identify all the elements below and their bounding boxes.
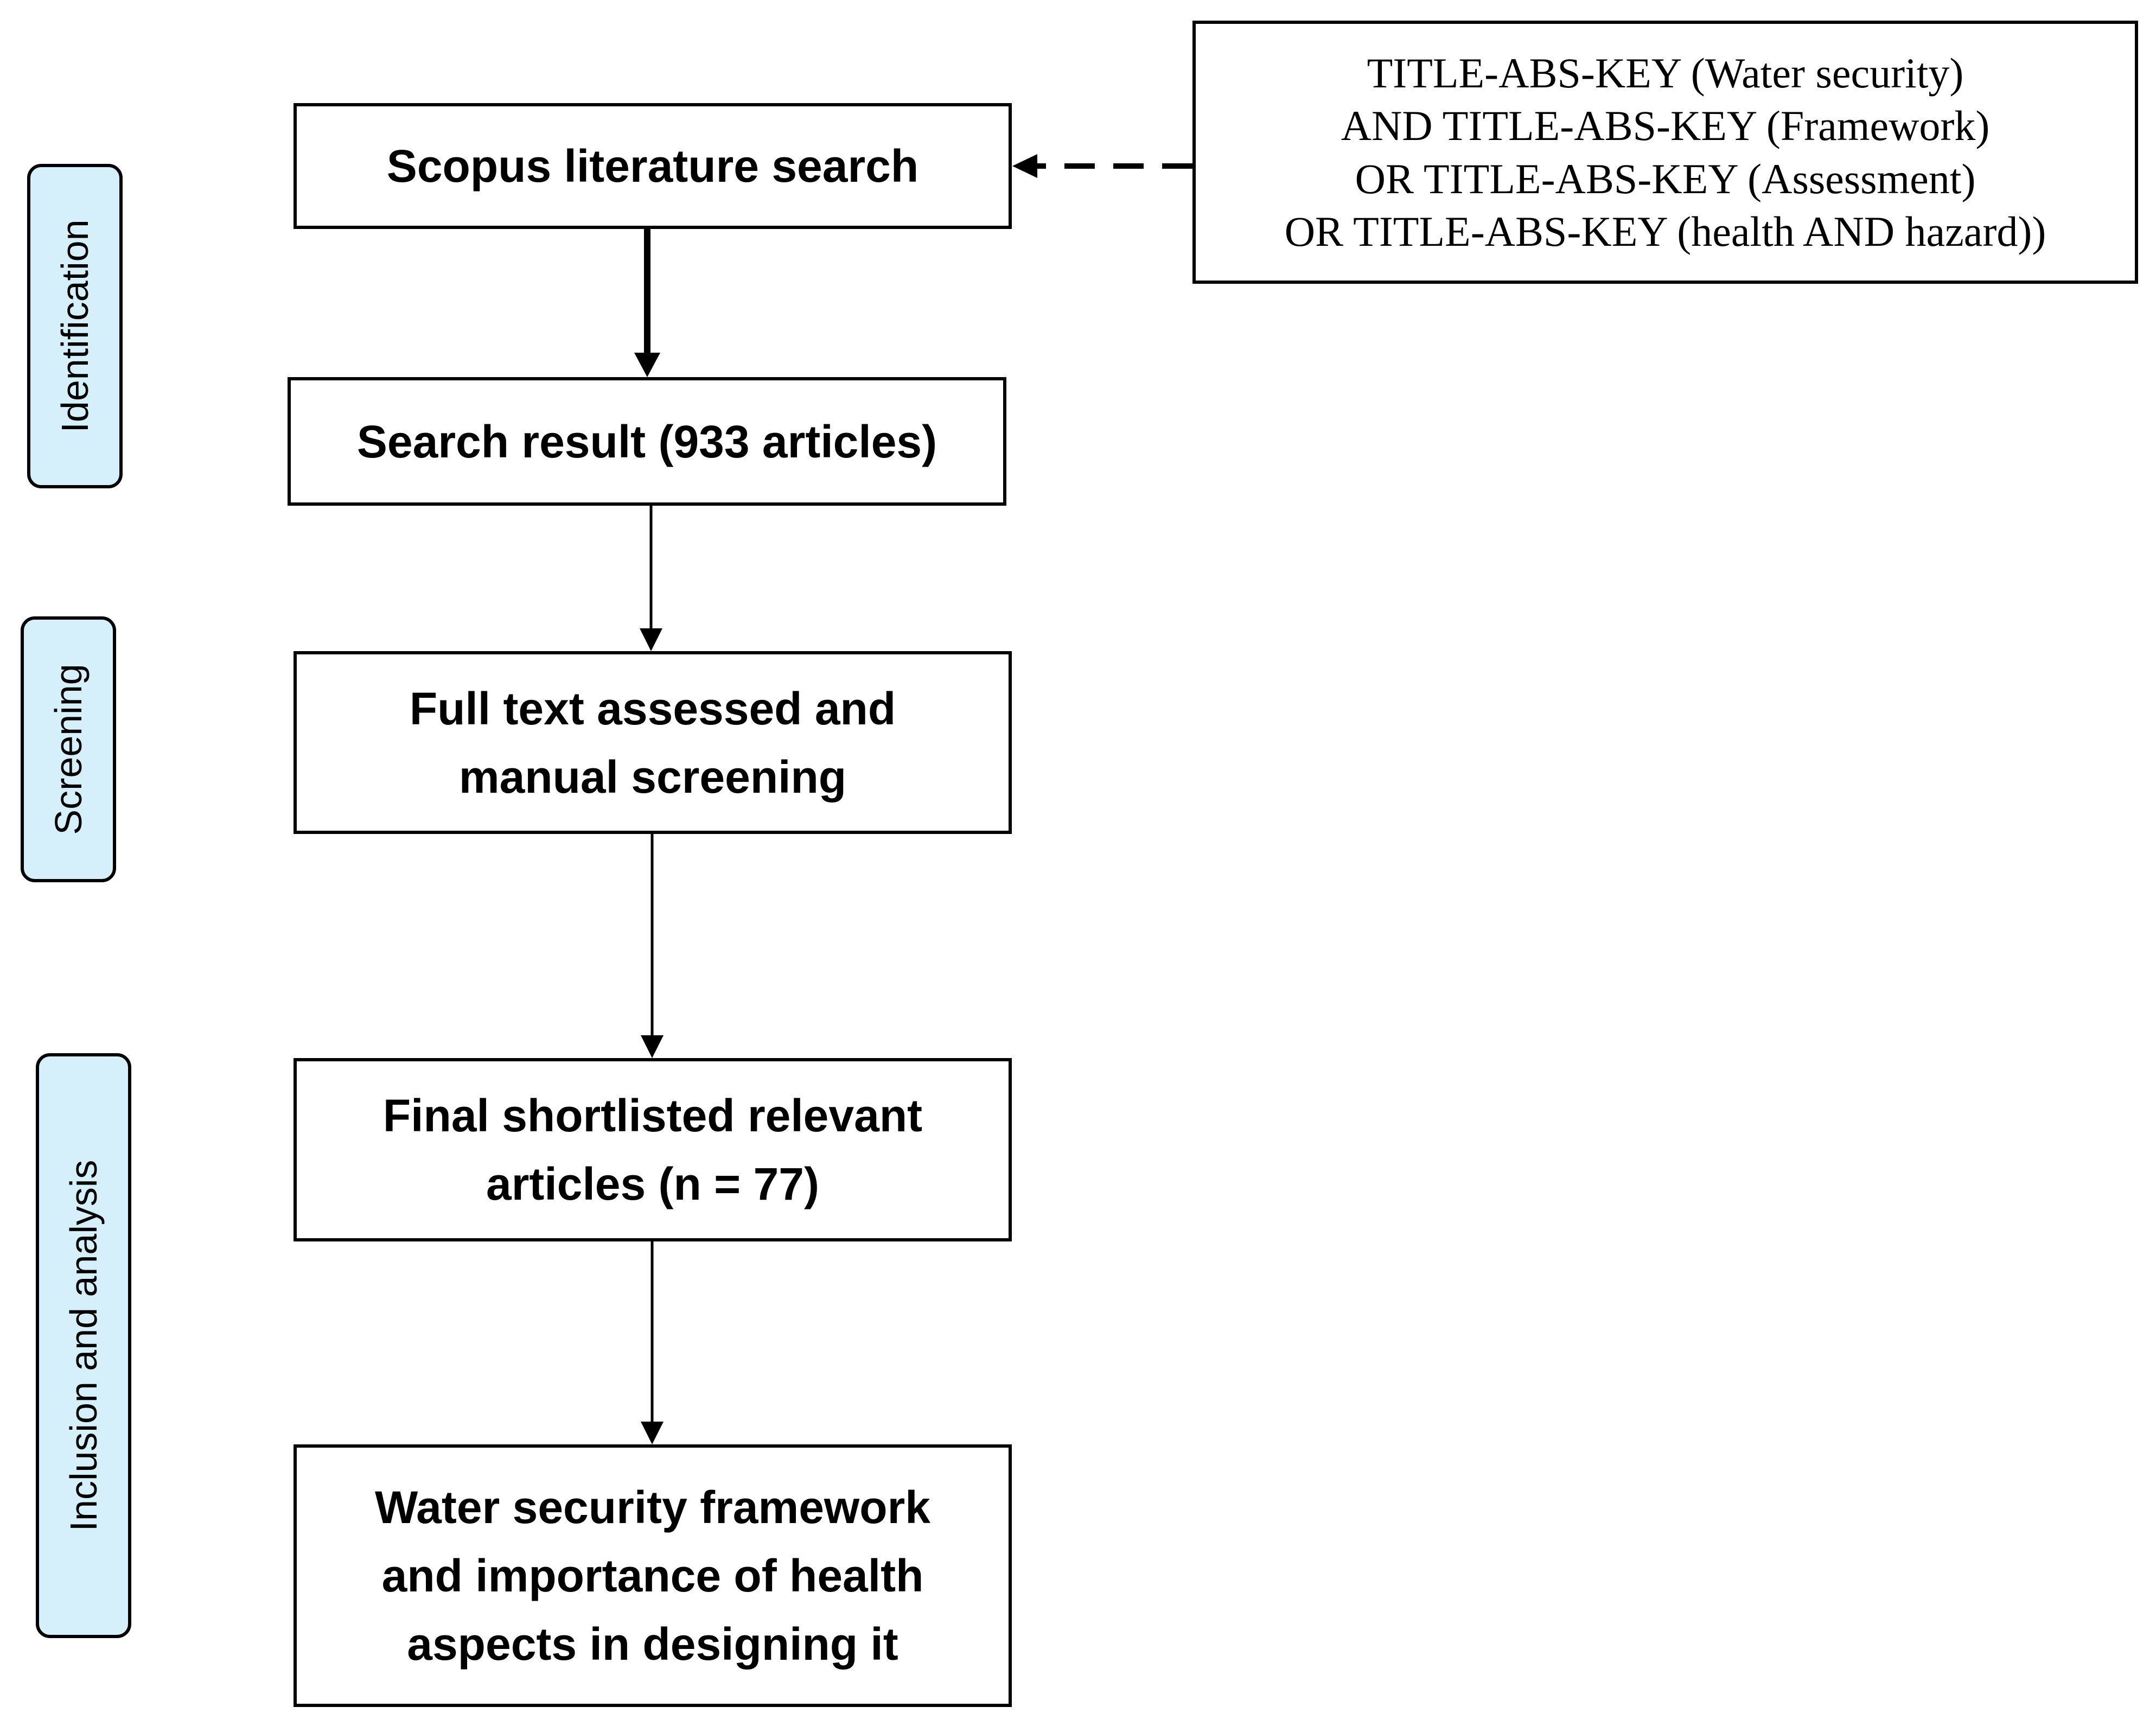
- result-to-screening-arrowhead: [640, 628, 662, 651]
- query-line-2: AND TITLE-ABS-KEY (Framework): [1341, 102, 1990, 149]
- search-result-box: Search result (933 articles): [288, 377, 1006, 506]
- outcome-text-line-2: and importance of health: [381, 1550, 924, 1601]
- search-to-result-arrowhead: [634, 353, 660, 377]
- scopus-search-text: Scopus literature search: [386, 141, 919, 192]
- query-line-1: TITLE-ABS-KEY (Water security): [1367, 49, 1964, 97]
- shortlist-to-outcome-arrowhead: [641, 1422, 664, 1444]
- outcome-text-line-1: Water security framework: [375, 1482, 930, 1533]
- shortlist-box: Final shortlisted relevant articles (n =…: [294, 1058, 1012, 1241]
- search-query-box: TITLE-ABS-KEY (Water security) AND TITLE…: [1192, 21, 2138, 284]
- outcome-text-line-3: aspects in designing it: [407, 1619, 898, 1670]
- shortlist-text-line-1: Final shortlisted relevant: [382, 1090, 923, 1141]
- screening-to-shortlist-arrowhead: [641, 1035, 664, 1058]
- outcome-box: Water security framework and importance …: [294, 1444, 1012, 1707]
- query-line-4: OR TITLE-ABS-KEY (health AND hazard)): [1284, 208, 2046, 255]
- screening-text-line-2: manual screening: [458, 751, 847, 803]
- screening-box: Full text assessed and manual screening: [294, 651, 1012, 834]
- phase-inclusion-analysis: Inclusion and analysis: [36, 1053, 131, 1638]
- shortlist-text-line-2: articles (n = 77): [486, 1158, 819, 1209]
- phase-identification: Identification: [27, 164, 123, 488]
- scopus-search-box: Scopus literature search: [294, 103, 1012, 229]
- screening-text-line-1: Full text assessed and: [409, 683, 896, 734]
- search-result-text: Search result (933 articles): [356, 416, 937, 467]
- query-arrowhead: [1012, 154, 1037, 178]
- query-line-3: OR TITLE-ABS-KEY (Assessment): [1355, 155, 1976, 202]
- phase-screening: Screening: [21, 616, 116, 882]
